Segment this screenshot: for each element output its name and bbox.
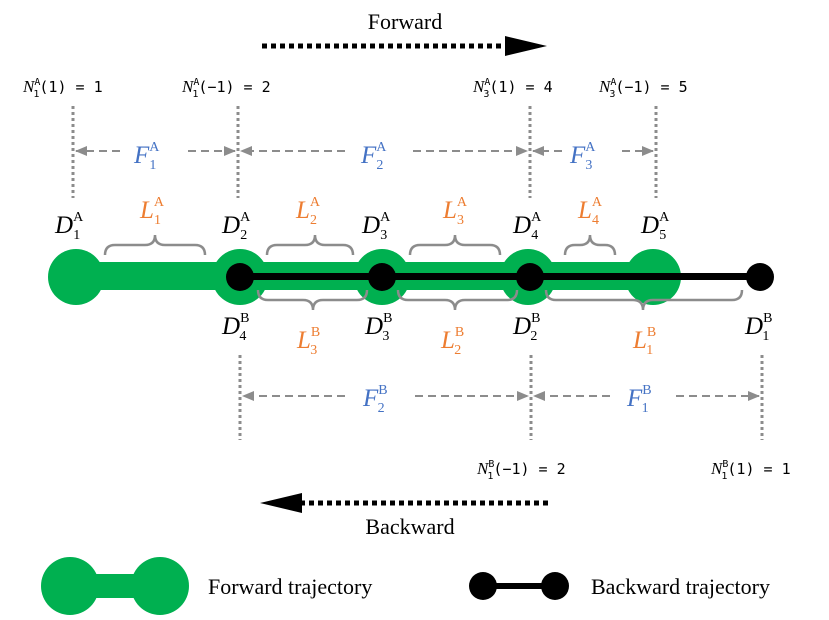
bottom-braces [256,289,744,311]
legend-backward-swatch [469,572,569,600]
forward-arrow [262,36,547,56]
backward-direction-label: Backward [365,514,454,539]
legend-forward-swatch [41,557,189,615]
top-braces [103,234,617,256]
backward-trajectory [226,263,774,291]
backward-arrow [260,493,548,513]
legend-forward-label: Forward trajectory [208,574,372,599]
legend-backward-label: Backward trajectory [591,574,770,599]
bottom-guides [238,355,764,440]
forward-direction-label: Forward [368,9,443,34]
